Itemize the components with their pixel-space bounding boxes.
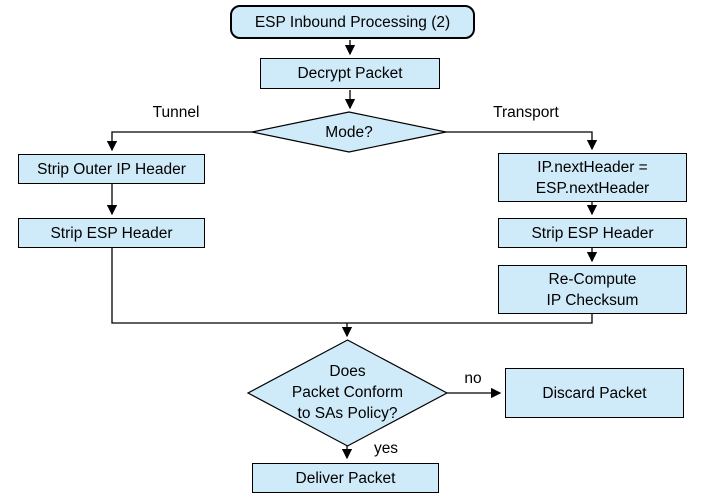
strip-esp-header-left-node: Strip ESP Header (18, 218, 205, 248)
edge-merge-left (111, 248, 347, 324)
edge-mode-transport (446, 131, 598, 151)
tunnel-branch-label: Tunnel (152, 104, 200, 121)
decrypt-packet-node: Decrypt Packet (260, 58, 440, 89)
edge-mode-tunnel (106, 131, 252, 152)
start-node: ESP Inbound Processing (2) (230, 5, 475, 39)
transport-branch-label: Transport (493, 104, 559, 121)
ip-nextheader-node: IP.nextHeader = ESP.nextHeader (498, 153, 687, 202)
strip-outer-ip-header-node: Strip Outer IP Header (18, 154, 205, 184)
deliver-packet-node: Deliver Packet (252, 463, 439, 493)
discard-packet-node: Discard Packet (505, 368, 684, 418)
mode-decision-shape (251, 111, 447, 153)
strip-esp-header-right-node: Strip ESP Header (498, 218, 687, 248)
edge-merge-right (347, 314, 593, 324)
recompute-ip-checksum-node: Re-Compute IP Checksum (498, 265, 687, 314)
policy-decision-shape (246, 339, 449, 447)
yes-branch-label: yes (373, 440, 399, 457)
no-branch-label: no (464, 370, 482, 387)
